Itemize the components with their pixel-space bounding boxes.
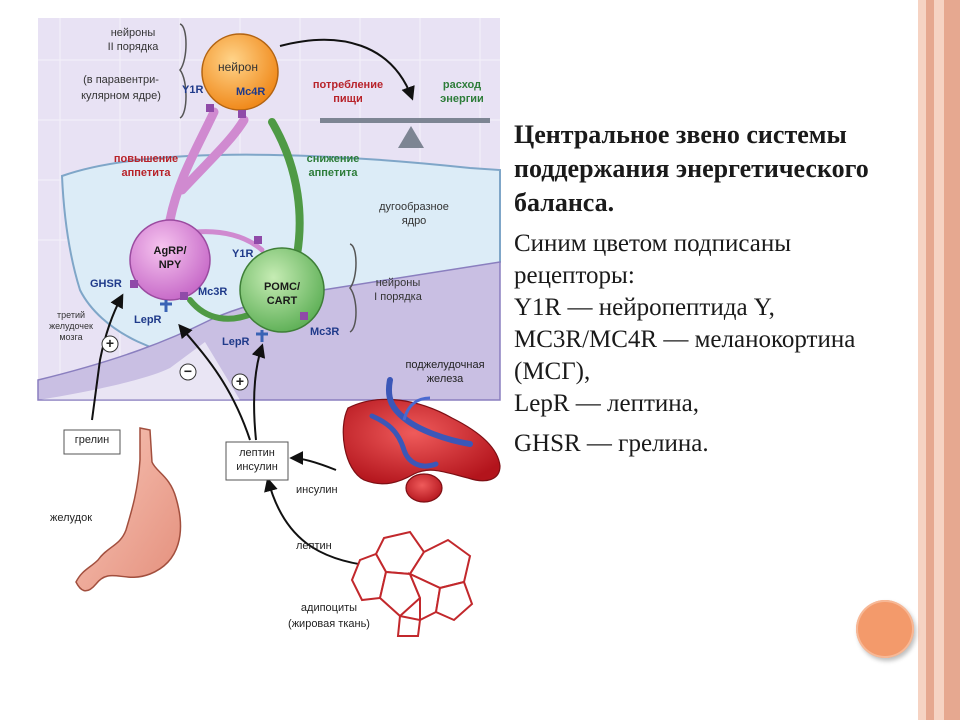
agrp-label-line1: AgRP/ — [153, 245, 187, 257]
energy-use-line1: расход — [442, 79, 482, 91]
agrp-axon — [165, 107, 219, 225]
receptor-lepr-line: LepR — лептина, — [514, 390, 700, 417]
slide-text-panel: Центральное звено системы поддержания эн… — [514, 118, 914, 460]
agrp-axon-branch — [177, 115, 249, 195]
lepr-right-label: LepR — [222, 336, 250, 348]
bracket-second-order — [179, 23, 187, 119]
stripe-3 — [934, 0, 944, 720]
leptin-arrow — [264, 477, 373, 567]
stripe-4 — [944, 0, 960, 720]
ghsr-label: GHSR — [90, 278, 122, 290]
plus-circle-ghrelin — [101, 335, 119, 353]
balance-fulcrum — [398, 126, 424, 148]
paraventricular-label-line1: (в паравентри- — [83, 74, 159, 86]
agrp-to-pomc-axon — [193, 229, 265, 253]
agrp-label-line2: NPY — [158, 259, 182, 271]
appetite-down-line2: аппетита — [308, 167, 358, 179]
lepr-left-label: LepR — [134, 314, 162, 326]
pomc-label-line2: CART — [266, 295, 298, 307]
minus-circle — [179, 363, 197, 381]
second-order-label-line2: II порядка — [107, 41, 159, 53]
receptor-ghsr-line: GHSR — грелина. — [514, 430, 709, 457]
food-intake-line2: пищи — [333, 93, 363, 105]
ventricle-floor — [38, 342, 240, 400]
receptor-markers — [130, 104, 308, 320]
leptin-arrow-left — [178, 323, 251, 441]
insulin-label: инсулин — [296, 484, 338, 496]
stripe-2 — [926, 0, 934, 720]
leptin-insulin-box — [225, 441, 289, 481]
adipocytes-line1: адипоциты — [300, 602, 358, 614]
arcuate-line1: дугообразное — [379, 201, 449, 213]
stomach-illustration — [75, 427, 182, 592]
pancreas-line1: поджелудочная — [405, 359, 485, 371]
neuron-top-label: нейрон — [218, 60, 258, 74]
plus-sign-ghrelin: + — [105, 335, 115, 351]
pancreas-line2: железа — [426, 373, 464, 385]
plus-sign-leptin: + — [235, 373, 245, 389]
decorative-circle — [856, 600, 914, 658]
paraventricular-label-line2: кулярном ядре) — [81, 90, 161, 102]
mc3r-left-label: Mc3R — [198, 286, 228, 298]
intake-arrow — [279, 38, 415, 101]
appetite-up-line2: аппетита — [121, 167, 171, 179]
agrp-npy-neuron — [129, 219, 211, 301]
leptin-insulin-line1: лептин — [239, 447, 275, 459]
y1r-top-label: Y1R — [182, 84, 203, 96]
ghrelin-arrow — [91, 293, 124, 421]
second-order-label-line1: нейроны — [110, 27, 156, 39]
third-ventricle-line3: мозга — [59, 332, 83, 342]
stripe-1 — [918, 0, 926, 720]
ghrelin-box — [63, 429, 121, 455]
ghrelin-label: грелин — [74, 434, 110, 446]
leptin-arrow-right — [251, 343, 266, 441]
receptor-mc-line: MC3R/MC4R — меланокортина (МСГ), — [514, 326, 856, 385]
insulin-arrow — [289, 451, 337, 471]
balance-beam — [320, 118, 490, 123]
y1r-arcuate-text: Y1R — [232, 248, 254, 260]
pomc-label-line1: POMC/ — [263, 281, 301, 293]
mc4r-label: Mc4R — [236, 86, 266, 98]
pomc-axon — [268, 118, 304, 264]
first-order-line2: I порядка — [374, 291, 422, 303]
y1r-arcuate-label: Y1R — [232, 248, 253, 260]
stomach-label: желудок — [50, 512, 93, 524]
leptin-insulin-line2: инсулин — [236, 461, 278, 473]
y1r-top-text: Y1R — [182, 84, 204, 96]
slide-body: Синим цветом подписаны рецепторы: Y1R — … — [514, 228, 914, 460]
third-ventricle-line1: третий — [56, 310, 85, 320]
receptor-y1r-line: Y1R — нейропептида Y, — [514, 294, 775, 321]
bracket-first-order — [349, 243, 357, 333]
third-ventricle-line2: желудочек — [49, 321, 93, 331]
pomc-cart-neuron — [239, 247, 325, 333]
plus-circle-leptin — [231, 373, 249, 391]
first-order-line1: нейроны — [375, 277, 421, 289]
mc3r-right-label: Mc3R — [310, 326, 340, 338]
lepr-markers — [160, 300, 268, 342]
appetite-down-line1: снижение — [306, 153, 360, 165]
leptin-label: лептин — [296, 540, 332, 552]
intro-text: Синим цветом подписаны рецепторы: — [514, 230, 792, 289]
energy-use-line2: энергии — [440, 93, 484, 105]
arcuate-line2: ядро — [401, 215, 427, 227]
slide-heading: Центральное звено системы поддержания эн… — [514, 120, 869, 217]
appetite-up-line1: повышение — [113, 153, 179, 165]
pancreas-illustration — [342, 377, 501, 503]
food-intake-line1: потребление — [312, 79, 384, 91]
adipocytes-line2: (жировая ткань) — [288, 618, 370, 630]
adipocytes-illustration — [350, 530, 474, 637]
minus-sign: − — [183, 363, 193, 379]
